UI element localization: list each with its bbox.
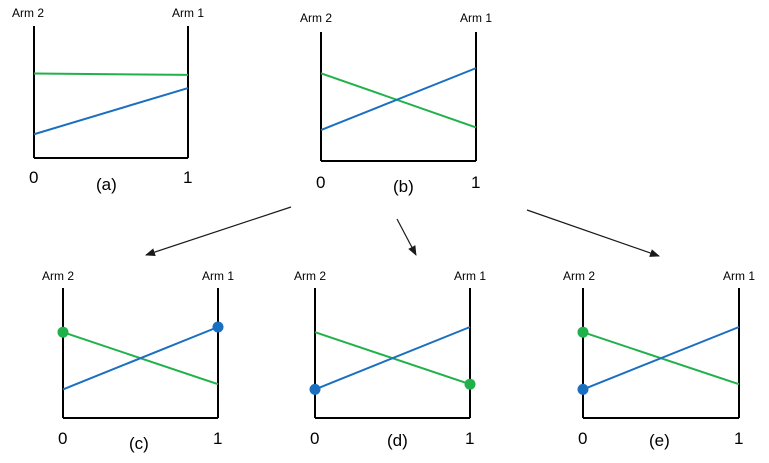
panel-b: Arm 2 Arm 1 0 1 (b): [300, 11, 492, 196]
panel-caption: (d): [387, 431, 408, 450]
x1-label: 1: [213, 429, 222, 448]
blue-marker-left: [309, 383, 321, 395]
arm2-label: Arm 2: [294, 269, 326, 283]
x0-label: 0: [58, 429, 67, 448]
arm1-label: Arm 1: [454, 269, 486, 283]
arm2-label: Arm 2: [42, 269, 74, 283]
arm1-label: Arm 1: [460, 11, 492, 25]
x0-label: 0: [316, 173, 325, 192]
panel-caption: (b): [393, 177, 414, 196]
x0-label: 0: [578, 429, 587, 448]
green-line: [320, 72, 477, 129]
x1-label: 1: [183, 168, 192, 187]
blue-line: [62, 326, 219, 391]
green-line: [33, 72, 189, 76]
arm1-label: Arm 1: [723, 269, 755, 283]
x0-label: 0: [310, 429, 319, 448]
blue-line: [320, 67, 477, 131]
green-marker-left: [57, 326, 69, 338]
x1-label: 1: [465, 429, 474, 448]
panel-e: Arm 2 Arm 1 0 1 (e): [563, 269, 755, 450]
panel-caption: (c): [129, 434, 149, 453]
blue-marker-left: [577, 383, 589, 395]
x1-label: 1: [734, 429, 743, 448]
blue-marker-right: [212, 321, 224, 333]
arrow-b-to-e: [526, 209, 660, 257]
arm2-label: Arm 2: [12, 6, 44, 20]
panel-a: Arm 2 Arm 1 0 1 (a): [12, 6, 204, 194]
blue-line: [33, 87, 189, 136]
arrow-b-to-d: [396, 218, 417, 256]
arrow-b-to-c: [145, 206, 292, 256]
x1-label: 1: [471, 173, 480, 192]
blue-line: [314, 326, 471, 391]
blue-line: [582, 326, 740, 391]
arm1-label: Arm 1: [172, 6, 204, 20]
green-marker-left: [577, 326, 589, 338]
panel-c: Arm 2 Arm 1 0 1 (c): [42, 269, 234, 453]
panel-d: Arm 2 Arm 1 0 1 (d): [294, 269, 486, 450]
arm1-label: Arm 1: [202, 269, 234, 283]
panel-caption: (a): [96, 175, 117, 194]
arm2-label: Arm 2: [300, 11, 332, 25]
green-marker-right: [464, 378, 476, 390]
panel-caption: (e): [649, 431, 670, 450]
x0-label: 0: [29, 168, 38, 187]
arm2-label: Arm 2: [563, 269, 595, 283]
